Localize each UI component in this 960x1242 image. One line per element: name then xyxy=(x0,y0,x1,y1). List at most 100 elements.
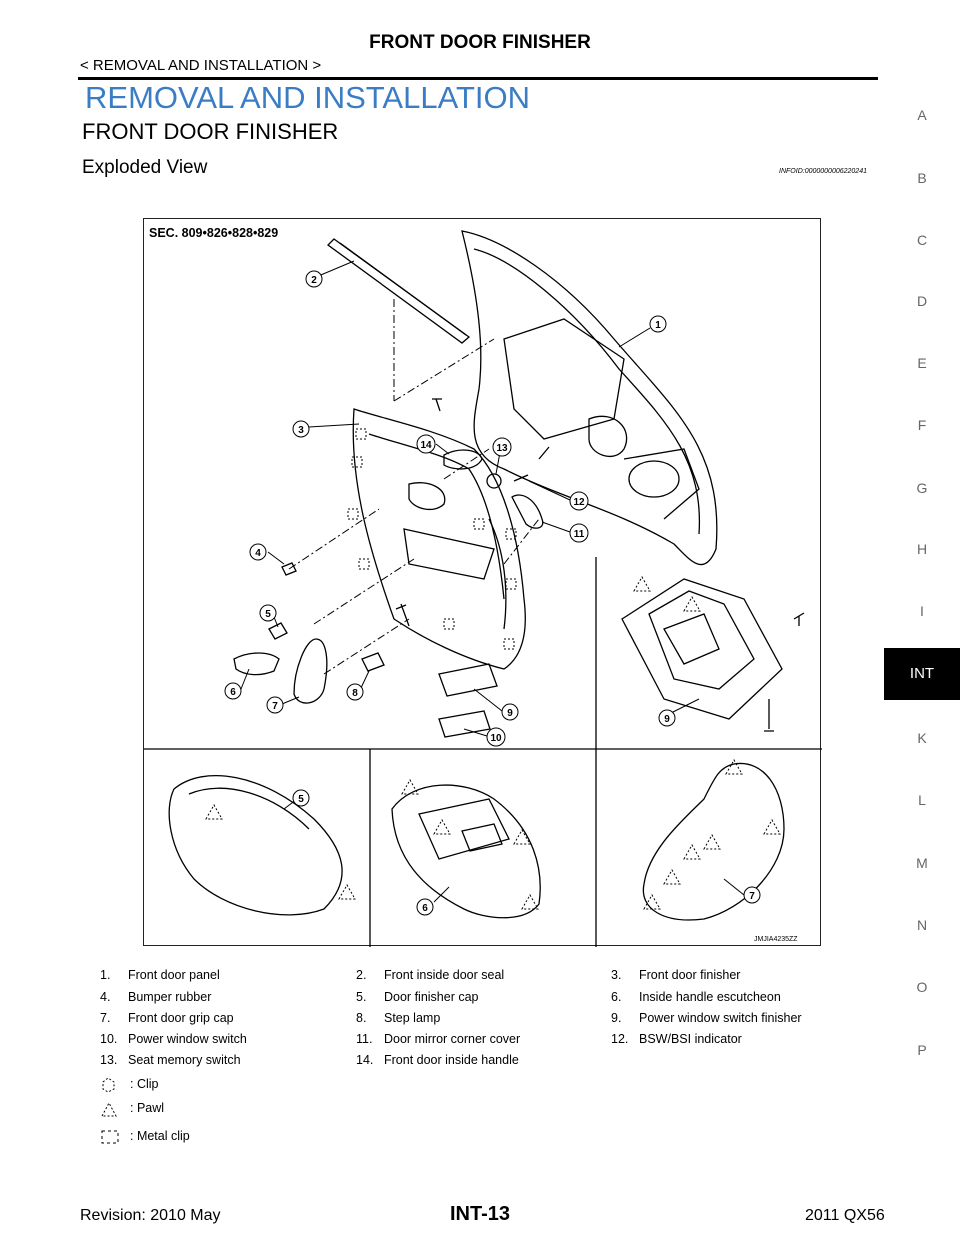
detail-escutcheon-drawing xyxy=(391,784,541,919)
svg-text:14: 14 xyxy=(420,440,432,451)
legend-item-name: Front door grip cap xyxy=(128,1011,234,1025)
legend-item-name: Power window switch finisher xyxy=(639,1011,802,1025)
callout-1: 1 xyxy=(649,315,667,333)
callout-14: 14 xyxy=(416,434,436,454)
legend-item-number: 9. xyxy=(611,1011,622,1025)
callout-10: 10 xyxy=(486,727,506,747)
callout-2: 2 xyxy=(305,270,323,288)
door-mirror-corner-cover-drawing xyxy=(511,494,544,529)
section-tab-k[interactable]: K xyxy=(917,730,927,746)
clip-icon xyxy=(102,1077,115,1093)
breadcrumb[interactable]: < REMOVAL AND INSTALLATION > xyxy=(80,57,322,74)
callout-9: 9 xyxy=(501,703,519,721)
legend-item-number: 2. xyxy=(356,968,367,982)
legend-item-name: BSW/BSI indicator xyxy=(639,1032,742,1046)
section-tab-c[interactable]: C xyxy=(916,232,928,248)
legend-item-number: 13. xyxy=(100,1053,118,1067)
section-tab-n[interactable]: N xyxy=(916,917,928,933)
callout-12: 12 xyxy=(569,491,589,511)
svg-text:5: 5 xyxy=(298,794,304,805)
front-door-grip-cap-drawing xyxy=(293,638,328,704)
svg-text:11: 11 xyxy=(574,529,585,540)
svg-text:6: 6 xyxy=(422,903,428,914)
callout-6: 6 xyxy=(224,682,242,700)
section-tab-f[interactable]: F xyxy=(917,417,927,433)
legend-item-number: 5. xyxy=(356,990,367,1004)
section-tab-h[interactable]: H xyxy=(916,541,928,557)
callout-detail-5: 5 xyxy=(292,789,310,807)
legend-item: 4. Bumper rubber xyxy=(100,990,211,1004)
section-tab-b[interactable]: B xyxy=(917,170,927,186)
legend-item-number: 8. xyxy=(356,1011,367,1025)
legend-item-name: Front door inside handle xyxy=(384,1053,519,1067)
section-tab-l[interactable]: L xyxy=(918,792,926,808)
legend-item-number: 7. xyxy=(100,1011,111,1025)
svg-text:9: 9 xyxy=(507,708,513,719)
legend-item-number: 3. xyxy=(611,968,622,982)
bumper-rubber-drawing xyxy=(281,562,297,576)
legend-item-name: Step lamp xyxy=(384,1011,441,1025)
svg-text:13: 13 xyxy=(496,443,508,454)
power-window-switch-finisher-drawing xyxy=(438,663,498,697)
subsection-title: FRONT DOOR FINISHER xyxy=(82,119,339,144)
front-inside-door-seal-drawing xyxy=(327,238,471,344)
svg-text:8: 8 xyxy=(352,688,358,699)
legend-item: 13. Seat memory switch xyxy=(100,1053,241,1067)
section-tab-a[interactable]: A xyxy=(917,107,927,123)
legend-item: 9. Power window switch finisher xyxy=(611,1011,802,1025)
section-tab-o[interactable]: O xyxy=(916,979,928,995)
legend-item: 2. Front inside door seal xyxy=(356,968,504,982)
legend-item-number: 11. xyxy=(356,1032,373,1046)
section-tab-e[interactable]: E xyxy=(917,355,927,371)
legend-symbol-label: : Pawl xyxy=(130,1101,165,1115)
legend-item-name: Front inside door seal xyxy=(384,968,505,982)
legend-item-number: 10. xyxy=(100,1032,118,1046)
svg-text:12: 12 xyxy=(573,497,585,508)
legend-item: 8. Step lamp xyxy=(356,1011,440,1025)
svg-text:4: 4 xyxy=(255,548,261,559)
legend-item: 10.Power window switch xyxy=(100,1032,247,1046)
svg-text:10: 10 xyxy=(490,733,502,744)
callout-11: 11 xyxy=(569,523,589,543)
svg-text:9: 9 xyxy=(664,714,670,725)
callout-5: 5 xyxy=(259,604,277,622)
callout-3: 3 xyxy=(292,420,310,438)
callout-13: 13 xyxy=(492,437,512,457)
section-tab-p[interactable]: P xyxy=(917,1042,927,1058)
callout-detail-9: 9 xyxy=(658,709,676,727)
svg-text:7: 7 xyxy=(749,891,755,902)
legend-item-name: Inside handle escutcheon xyxy=(639,990,781,1004)
legend-item-number: 14. xyxy=(356,1053,374,1067)
legend-item: 7. Front door grip cap xyxy=(100,1011,234,1025)
detail-switch-finisher-drawing xyxy=(621,578,783,720)
section-tab-int[interactable]: INT xyxy=(884,648,960,700)
svg-text:5: 5 xyxy=(265,609,271,620)
exploded-view-drawing: SEC. 809•826•828•829 JMJIA4235ZZ 1 xyxy=(144,226,822,947)
info-id: INFOID:0000000006220241 xyxy=(779,168,867,175)
legend-item-number: 6. xyxy=(611,990,622,1004)
section-tab-d[interactable]: D xyxy=(916,293,928,309)
legend-item-name: Seat memory switch xyxy=(128,1053,241,1067)
legend-item: 6. Inside handle escutcheon xyxy=(611,990,781,1004)
door-finisher-cap-drawing xyxy=(268,622,288,640)
front-door-inside-handle-drawing xyxy=(443,449,483,470)
legend-item-name: Bumper rubber xyxy=(128,990,212,1004)
front-door-panel-drawing xyxy=(461,230,718,566)
power-window-switch-drawing xyxy=(438,710,491,738)
legend-symbol-label: : Metal clip xyxy=(130,1129,190,1143)
legend-item-number: 4. xyxy=(100,990,111,1004)
legend-item-name: Front door finisher xyxy=(639,968,741,982)
header-divider xyxy=(78,77,878,80)
legend-item-name: Front door panel xyxy=(128,968,220,982)
section-tab-g[interactable]: G xyxy=(916,480,928,496)
step-lamp-drawing xyxy=(361,652,385,672)
callout-detail-6: 6 xyxy=(416,898,434,916)
topic-title: Exploded View xyxy=(82,157,208,178)
detail-finisher-cap-drawing xyxy=(168,775,343,916)
callout-8: 8 xyxy=(346,683,364,701)
section-title: REMOVAL AND INSTALLATION xyxy=(85,80,531,115)
section-tab-i[interactable]: I xyxy=(920,603,924,619)
page-header-title: FRONT DOOR FINISHER xyxy=(369,32,591,53)
section-tab-m[interactable]: M xyxy=(916,855,928,871)
figure-image-code: JMJIA4235ZZ xyxy=(754,936,798,943)
